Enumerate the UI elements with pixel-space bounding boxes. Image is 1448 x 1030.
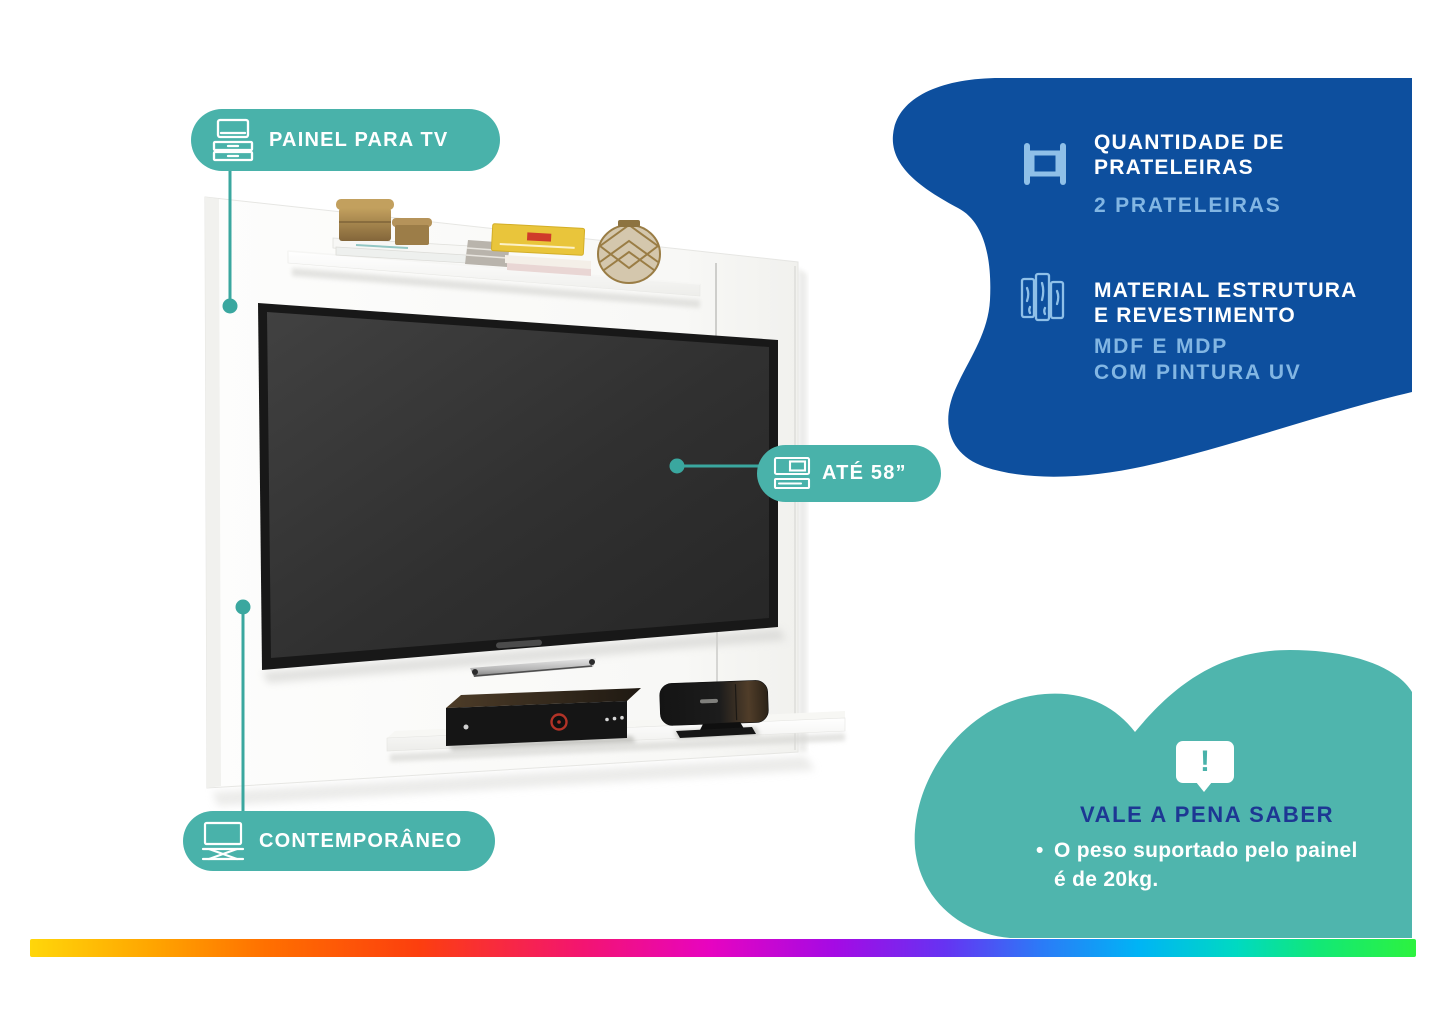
- info-title-material: MATERIAL ESTRUTURA E REVESTIMENTO: [1094, 279, 1358, 328]
- shelf-frame-icon: [1021, 143, 1069, 190]
- tv-size-icon: [773, 456, 811, 490]
- rainbow-strip: [30, 939, 1416, 957]
- tip-bullet: •: [1036, 839, 1044, 862]
- tv-brand-logo: [496, 639, 542, 649]
- callout-style: CONTEMPORÂNEO: [183, 811, 495, 871]
- info-value-shelves: 2 PRATELEIRAS: [1094, 194, 1282, 217]
- callout-tv-size: ATÉ 58”: [757, 445, 941, 502]
- media-receiver: [446, 688, 641, 751]
- info-value-material: MDF E MDP COM PINTURA UV: [1094, 335, 1302, 384]
- tv-style-icon: [201, 821, 245, 860]
- tip-lines: O peso suportado pelo painel é de 20kg.: [1054, 839, 1358, 891]
- info-title-shelves: QUANTIDADE DE PRATELEIRAS: [1094, 131, 1285, 180]
- callout-panel-para-tv: PAINEL PARA TV: [191, 109, 500, 171]
- yellow-book: [490, 223, 591, 276]
- tv-panel-icon: [212, 118, 254, 162]
- tv-stand-bar: [470, 658, 596, 677]
- callout-connectors: [222, 170, 759, 813]
- exclamation-bubble-icon: !: [1176, 741, 1234, 792]
- callout-panel-label: PAINEL PARA TV: [269, 128, 449, 151]
- exclamation-mark: !: [1200, 745, 1210, 778]
- callout-tv-size-label: ATÉ 58”: [822, 462, 907, 484]
- info-blob: [892, 78, 1412, 477]
- speaker-on-stand: [659, 680, 769, 739]
- callout-style-label: CONTEMPORÂNEO: [259, 829, 463, 852]
- gold-wire-vase: [597, 220, 661, 284]
- gold-canisters: [336, 199, 432, 245]
- wood-material-icon: [1020, 271, 1068, 330]
- tip-title: VALE A PENA SABER: [1080, 802, 1335, 827]
- tip-text: • O peso suportado pelo painel é de 20kg…: [1036, 836, 1358, 894]
- tip-blob: [914, 650, 1412, 938]
- tv: [258, 303, 786, 683]
